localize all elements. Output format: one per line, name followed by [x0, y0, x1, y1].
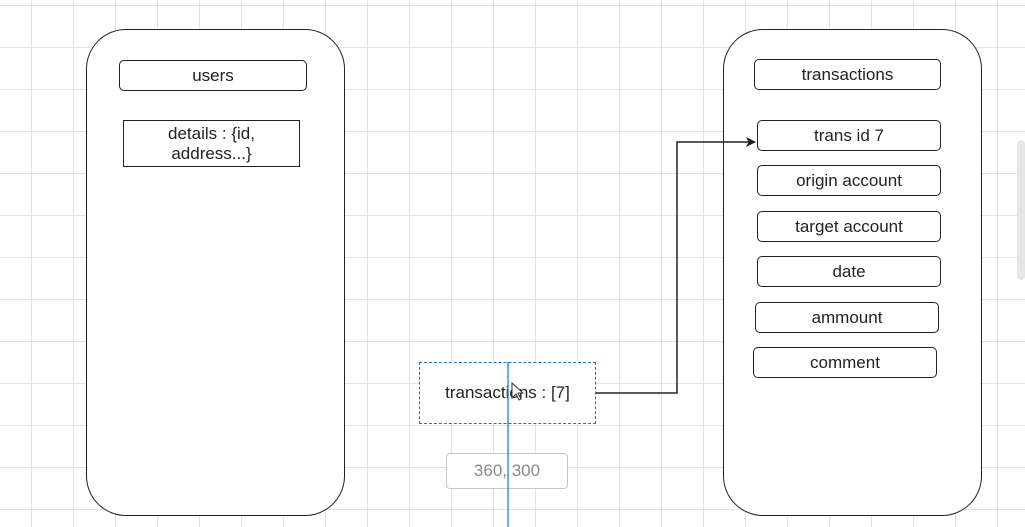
- vertical-scrollbar[interactable]: [1017, 140, 1025, 280]
- ammount-field[interactable]: ammount: [755, 302, 939, 333]
- target-account-field[interactable]: target account: [757, 211, 941, 242]
- comment-field[interactable]: comment: [753, 347, 937, 378]
- users-details-field[interactable]: details : {id, address...}: [123, 120, 300, 167]
- position-readout: 360, 300: [446, 453, 568, 489]
- origin-account-field[interactable]: origin account: [757, 165, 941, 196]
- users-container[interactable]: [86, 29, 345, 516]
- transactions-title[interactable]: transactions: [754, 59, 941, 90]
- users-title[interactable]: users: [119, 60, 307, 91]
- date-field[interactable]: date: [757, 256, 941, 287]
- transactions-array-node[interactable]: transactions : [7]: [419, 362, 596, 424]
- trans-id-field[interactable]: trans id 7: [757, 120, 941, 151]
